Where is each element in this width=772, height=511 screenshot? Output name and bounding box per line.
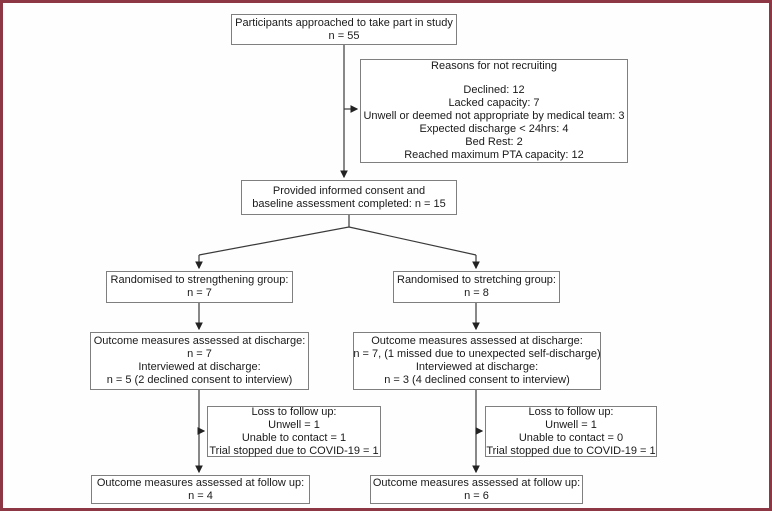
box-loss-to-followup-strengthening: Loss to follow up: Unwell = 1 Unable to … — [207, 406, 381, 457]
box-line: Interviewed at discharge: — [138, 361, 261, 373]
box-line: n = 7 — [187, 348, 212, 360]
box-line: n = 6 — [464, 489, 489, 502]
box-randomised-strengthening: Randomised to strengthening group: n = 7 — [106, 271, 293, 303]
box-informed-consent: Provided informed consent and baseline a… — [241, 180, 457, 215]
box-participants-approached: Participants approached to take part in … — [231, 14, 457, 45]
box-line: Bed Rest: 2 — [465, 136, 523, 148]
box-line: n = 7, (1 missed due to unexpected self-… — [353, 348, 601, 360]
box-randomised-stretching: Randomised to stretching group: n = 8 — [393, 271, 560, 303]
box-line: n = 5 (2 declined consent to interview) — [106, 374, 293, 386]
box-line: Declined: 12 — [463, 84, 525, 96]
box-line: Loss to follow up: — [251, 405, 337, 418]
box-reasons-not-recruiting: Reasons for not recruiting Declined: 12 … — [360, 59, 628, 163]
box-discharge-outcomes-stretching: Outcome measures assessed at discharge: … — [353, 332, 601, 390]
box-followup-outcomes-stretching: Outcome measures assessed at follow up: … — [370, 475, 583, 504]
box-line: n = 4 — [188, 489, 213, 502]
box-line: Interviewed at discharge: — [415, 361, 539, 373]
box-line: Outcome measures assessed at follow up: — [96, 476, 305, 489]
box-followup-outcomes-strengthening: Outcome measures assessed at follow up: … — [91, 475, 310, 504]
box-line: Outcome measures assessed at follow up: — [372, 476, 581, 489]
box-line: Reached maximum PTA capacity: 12 — [404, 149, 584, 161]
box-line: Unable to contact = 1 — [241, 431, 347, 444]
box-line: Loss to follow up: — [528, 405, 614, 418]
box-line: Outcome measures assessed at discharge: — [93, 335, 306, 347]
box-line: Unable to contact = 0 — [518, 431, 624, 444]
box-line: Outcome measures assessed at discharge: — [371, 335, 583, 347]
box-line: Lacked capacity: 7 — [448, 97, 540, 109]
box-line: n = 3 (4 declined consent to interview) — [384, 374, 570, 386]
box-line: Unwell = 1 — [545, 418, 597, 431]
box-title: Reasons for not recruiting — [431, 60, 557, 72]
box-line: Trial stopped due to COVID-19 = 1 — [209, 444, 379, 457]
box-line: Unwell = 1 — [268, 418, 320, 431]
box-line: Provided informed consent and — [272, 184, 426, 197]
box-line: n = 55 — [328, 29, 360, 42]
box-line: Expected discharge < 24hrs: 4 — [419, 123, 569, 135]
box-line: Participants approached to take part in … — [235, 16, 453, 29]
box-line: n = 8 — [464, 287, 489, 299]
box-discharge-outcomes-strengthening: Outcome measures assessed at discharge: … — [90, 332, 309, 390]
box-loss-to-followup-stretching: Loss to follow up: Unwell = 1 Unable to … — [485, 406, 657, 457]
box-line: baseline assessment completed: n = 15 — [252, 197, 446, 210]
box-line: n = 7 — [187, 287, 212, 299]
box-line: Trial stopped due to COVID-19 = 1 — [486, 444, 656, 457]
box-line: Randomised to strengthening group: — [110, 274, 289, 286]
box-line: Unwell or deemed not appropriate by medi… — [363, 110, 625, 122]
box-line: Randomised to stretching group: — [397, 274, 556, 286]
